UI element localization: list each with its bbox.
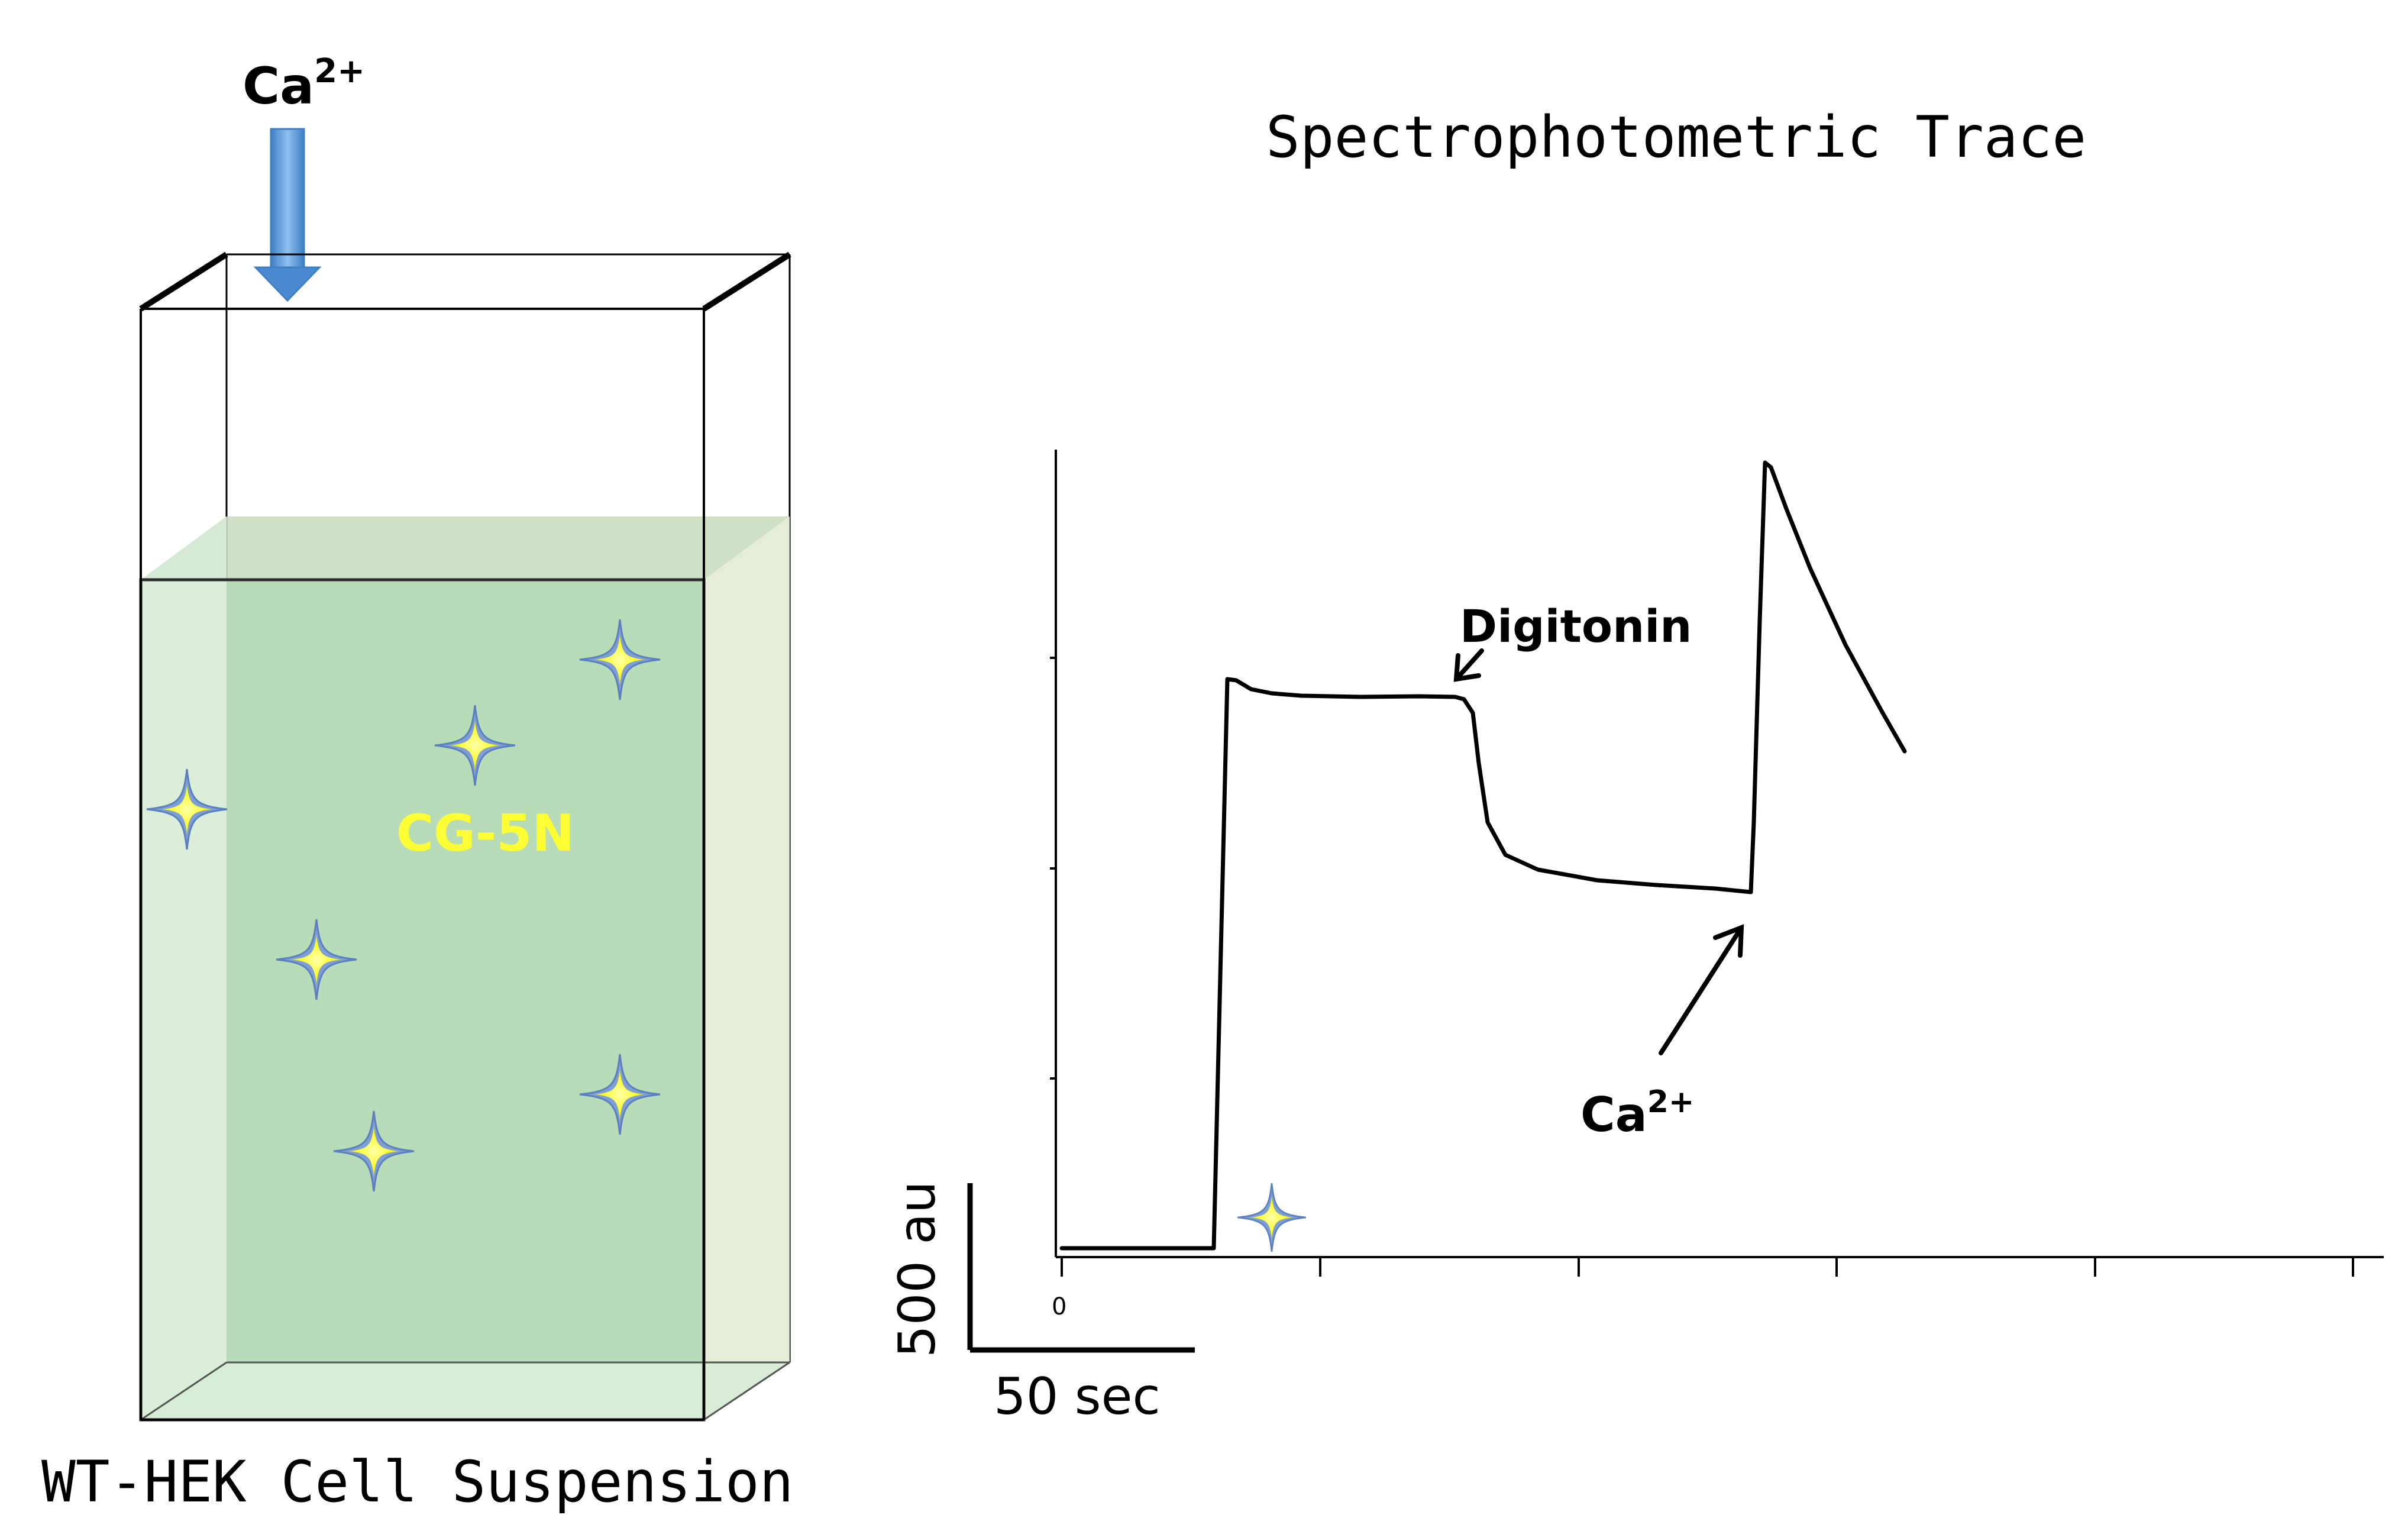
cuvette-diagram: Ca2+ xyxy=(41,52,794,1515)
trace-panel: Spectrophotometric Trace 0 Digitonin xyxy=(888,104,2384,1426)
cuvette-top-left-edge xyxy=(139,251,228,312)
fluorescence-trace xyxy=(1059,460,1907,1251)
solution-right-face xyxy=(704,516,790,1420)
digitonin-label: Digitonin xyxy=(1460,600,1692,653)
x-axis-ticks xyxy=(1061,1257,2354,1277)
cuvette-ca-label: Ca2+ xyxy=(243,52,365,116)
solution-bottom-face xyxy=(141,1362,790,1420)
ca-addition-label: Ca2+ xyxy=(1580,1084,1694,1142)
solution-bottom-edge xyxy=(703,1361,790,1421)
trace-title: Spectrophotometric Trace xyxy=(1266,104,2086,170)
solution-top-surface xyxy=(141,516,790,580)
solution-core xyxy=(227,580,704,1362)
cuvette-top-right-edge xyxy=(702,251,791,312)
x-origin-label: 0 xyxy=(1052,1293,1066,1320)
down-arrow-icon xyxy=(253,128,322,302)
ca-addition-arrow-icon xyxy=(1659,924,1744,1055)
scale-bar-y-label: 500 au xyxy=(888,1181,947,1358)
sparkle-star-icon xyxy=(1236,1182,1307,1253)
scale-bar-x-label: 50 sec xyxy=(994,1367,1161,1426)
solution-bottom-edge xyxy=(140,1361,227,1421)
dye-label: CG-5N xyxy=(396,804,574,863)
y-axis-ticks xyxy=(1050,657,1056,1080)
scale-bar xyxy=(967,1183,1195,1353)
digitonin-arrow-icon xyxy=(1453,648,1484,682)
cuvette-caption: WT-HEK Cell Suspension xyxy=(41,1449,794,1515)
